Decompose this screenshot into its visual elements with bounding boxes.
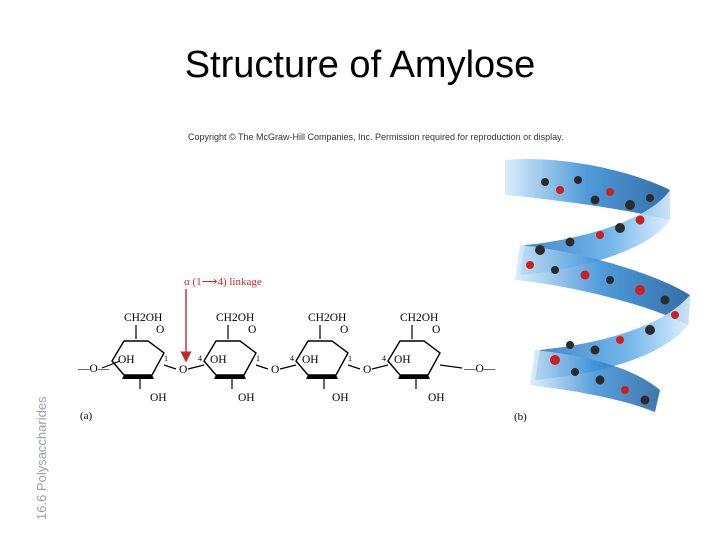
bottom-oh-group: OH <box>332 392 349 404</box>
amylose-helix-illustration <box>505 159 690 412</box>
panel-b-label-wrapper: (b) <box>514 411 527 423</box>
carbon-4-label: 4 <box>198 354 202 363</box>
helix-ribbon-segment <box>515 245 690 325</box>
panel-a-label: (a) <box>80 410 93 422</box>
glucose-unit-3: 4 CH2OH O OH OH 1 <box>290 312 352 404</box>
left-oh-group: OH <box>302 354 319 366</box>
glycosidic-oxygen-1: O <box>179 364 187 376</box>
slide-title: Structure of Amylose <box>184 44 536 86</box>
ch2oh-group: CH2OH <box>124 312 162 324</box>
ring-oxygen: O <box>432 324 440 336</box>
carbon-1-label: 1 <box>348 354 352 363</box>
ch2oh-group: CH2OH <box>216 312 254 324</box>
linkage-label: α (1⟶4) linkage <box>184 276 262 288</box>
bond-left <box>101 360 121 369</box>
panel-b-label: (b) <box>514 411 527 423</box>
bottom-oh-group: OH <box>150 392 167 404</box>
glycosidic-oxygen-2: O <box>271 364 279 376</box>
chain-end-right: —O— <box>463 363 496 375</box>
chain-end-left: —O— <box>78 363 110 375</box>
amylose-structure-diagram: α (1⟶4) linkage —O— —O— CH2OH O OH OH 1 … <box>78 276 496 422</box>
ch2oh-group: CH2OH <box>308 312 346 324</box>
left-oh-group: OH <box>394 354 411 366</box>
glycosidic-oxygen-3: O <box>363 364 371 376</box>
glucose-unit-2: 4 CH2OH O OH OH 1 <box>198 312 260 404</box>
left-oh-group: OH <box>210 354 227 366</box>
left-oh-group: OH <box>118 354 135 366</box>
ch2oh-group: CH2OH <box>400 312 438 324</box>
ring-oxygen: O <box>340 324 348 336</box>
helix-ribbon-segment <box>505 159 670 220</box>
glucose-unit-4: 4 CH2OH O OH OH <box>382 312 445 404</box>
bottom-oh-group: OH <box>238 392 255 404</box>
ring-oxygen: O <box>156 324 164 336</box>
carbon-1-label: 1 <box>256 354 260 363</box>
bottom-oh-group: OH <box>428 392 445 404</box>
glucose-unit-1: CH2OH O OH OH 1 <box>111 312 168 404</box>
carbon-4-label: 4 <box>382 354 386 363</box>
ring-oxygen: O <box>248 324 256 336</box>
carbon-4-label: 4 <box>290 354 294 363</box>
copyright-notice: Copyright © The McGraw-Hill Companies, I… <box>188 132 564 142</box>
section-side-label: 16.6 Polysaccharides <box>34 396 49 520</box>
carbon-1-label: 1 <box>164 354 168 363</box>
helix-atoms <box>526 176 679 405</box>
helix-ribbon-segment <box>530 350 660 412</box>
